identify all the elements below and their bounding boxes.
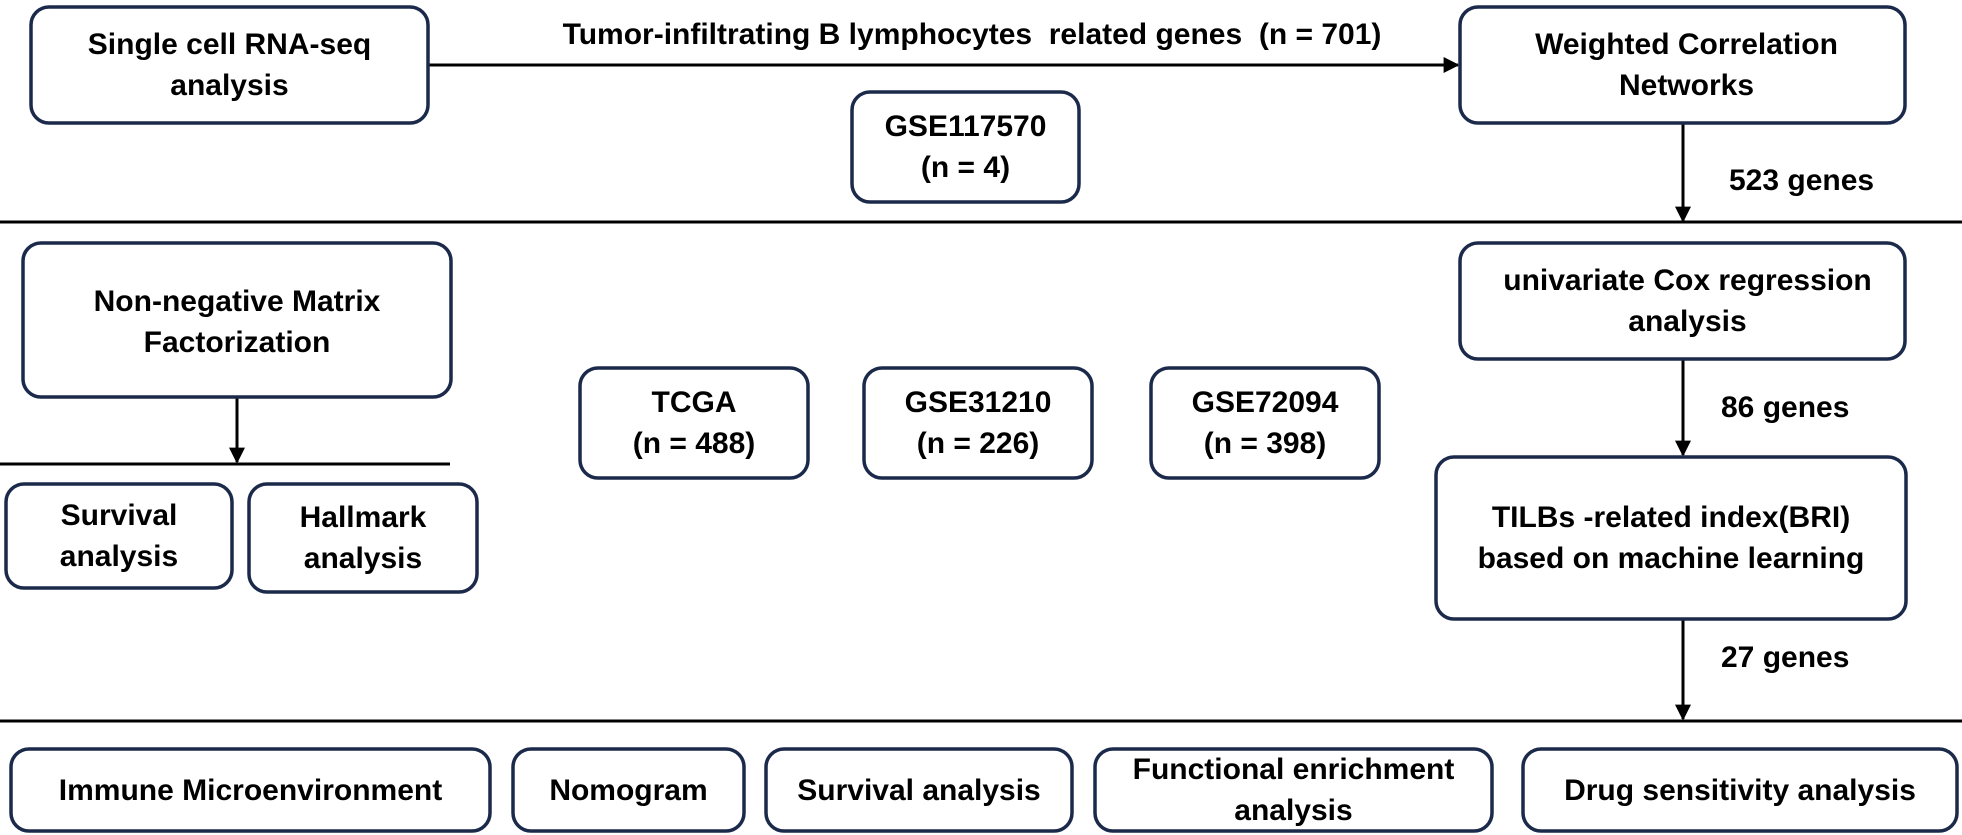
- functional-enrichment-line-2: analysis: [1234, 794, 1353, 827]
- genes-27-label: 27 genes: [1721, 641, 1850, 674]
- bri-index-box: [1434, 455, 1908, 621]
- cox-regression-box: [1458, 241, 1907, 361]
- nmf-line-1: Non-negative Matrix: [93, 285, 381, 318]
- nmf-line-2: Factorization: [143, 326, 331, 359]
- weighted-correlation-networks-line-1: Weighted Correlation: [1535, 28, 1838, 61]
- single-cell-rnaseq-line-2: analysis: [170, 69, 289, 102]
- hallmark-analysis-box: [247, 482, 479, 594]
- gse72094-line-1: GSE72094: [1191, 386, 1339, 419]
- tcga-line-1: TCGA: [651, 386, 737, 419]
- tcga-line-2: (n = 488): [632, 427, 756, 460]
- weighted-correlation-networks-line-2: Networks: [1618, 69, 1755, 102]
- drug-sensitivity-box: [1521, 747, 1959, 833]
- gse31210-box: [862, 366, 1094, 480]
- tcga-box: [578, 366, 810, 480]
- single-cell-rnaseq-box: [29, 5, 430, 125]
- genes-523-label: 523 genes: [1729, 164, 1875, 197]
- nomogram-line-1: Nomogram: [549, 773, 708, 807]
- gse72094-line-2: (n = 398): [1203, 427, 1327, 460]
- hallmark-analysis-line-1: Hallmark: [299, 501, 427, 534]
- genes-86-label: 86 genes: [1721, 391, 1850, 424]
- cox-regression-line-1: univariate Cox regression: [1503, 264, 1872, 297]
- nmf-box: [21, 241, 453, 399]
- functional-enrichment-line-1: Functional enrichment: [1132, 753, 1455, 786]
- functional-enrichment-box: [1093, 747, 1494, 833]
- bri-index-line-1: TILBs -related index(BRI): [1491, 501, 1851, 534]
- gse117570-box: [850, 90, 1081, 204]
- immune-microenvironment-box: [9, 747, 492, 833]
- bri-index-line-2: based on machine learning: [1477, 542, 1865, 575]
- weighted-correlation-networks-box: [1458, 5, 1907, 125]
- nomogram-box: [511, 747, 746, 833]
- survival-analysis-bottom-line-1: Survival analysis: [797, 773, 1041, 807]
- cox-regression-line-2: analysis: [1628, 305, 1747, 338]
- gse72094-box: [1149, 366, 1381, 480]
- tilb-related-genes-label: Tumor-infiltrating B lymphocytes related…: [562, 18, 1382, 51]
- gse117570-line-2: (n = 4): [920, 151, 1011, 184]
- gse31210-line-2: (n = 226): [916, 427, 1040, 460]
- survival-analysis-top-line-1: Survival: [60, 499, 178, 532]
- single-cell-rnaseq-line-1: Single cell RNA-seq: [87, 28, 372, 61]
- hallmark-analysis-line-2: analysis: [303, 542, 423, 575]
- gse117570-line-1: GSE117570: [884, 110, 1047, 143]
- immune-microenvironment-line-1: Immune Microenvironment: [58, 773, 443, 807]
- survival-analysis-top-line-2: analysis: [59, 540, 179, 573]
- survival-analysis-box-top: [4, 482, 234, 590]
- gse31210-line-1: GSE31210: [904, 386, 1052, 419]
- survival-analysis-box-bottom: [764, 747, 1074, 833]
- drug-sensitivity-line-1: Drug sensitivity analysis: [1564, 773, 1916, 807]
